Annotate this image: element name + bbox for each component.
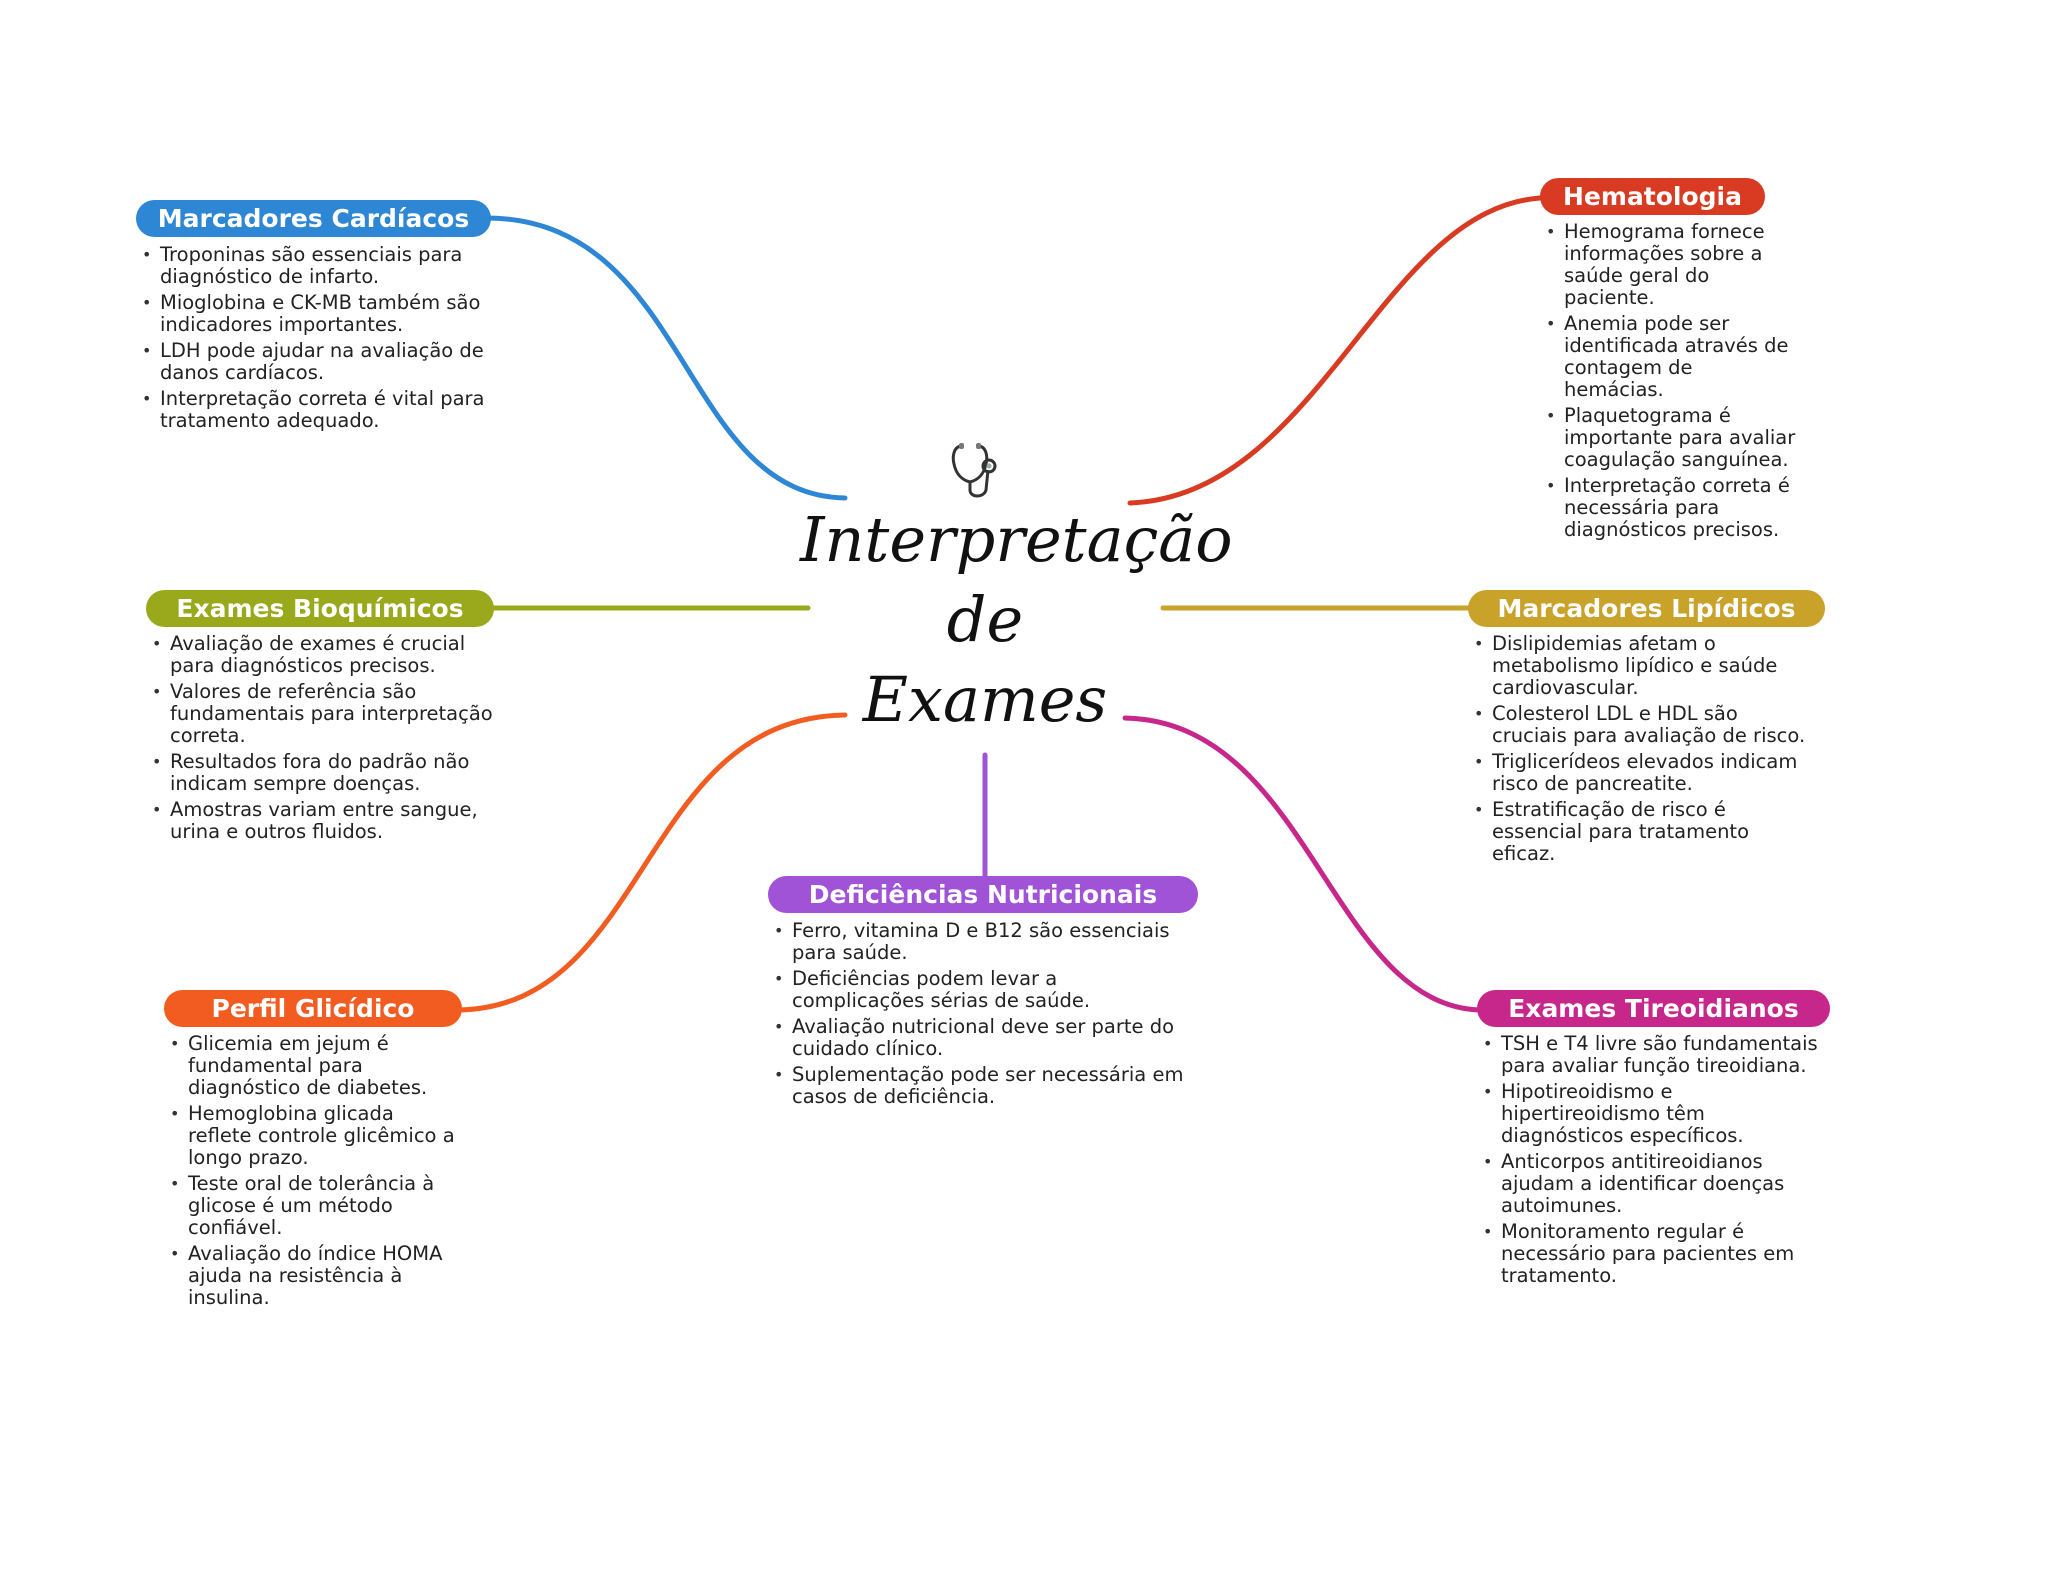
- list-item: Mioglobina e CK-MB também são indicadore…: [142, 292, 512, 336]
- list-item: Teste oral de tolerância à glicose é um …: [170, 1173, 460, 1239]
- connector-tireoidianos: [1122, 715, 1483, 1013]
- list-item: Anemia pode ser identificada através de …: [1546, 313, 1796, 401]
- list-item: Amostras variam entre sangue, urina e ou…: [152, 799, 507, 843]
- branch-title-hematologia: Hematologia: [1540, 178, 1765, 215]
- branch-title-cardiacos: Marcadores Cardíacos: [136, 200, 491, 237]
- center-title-line-3: Exames: [862, 663, 1108, 736]
- notes-nutricionais: Ferro, vitamina D e B12 são essenciais p…: [774, 920, 1184, 1112]
- list-item: Troponinas são essenciais para diagnósti…: [142, 244, 512, 288]
- center-title-line-1: Interpretação: [800, 503, 1233, 576]
- center-title: Interpretação de Exames: [800, 500, 1233, 740]
- list-item: Deficiências podem levar a complicações …: [774, 968, 1184, 1012]
- list-item: Plaquetograma é importante para avaliar …: [1546, 405, 1796, 471]
- notes-cardiacos: Troponinas são essenciais para diagnósti…: [142, 244, 512, 436]
- list-item: Hipotireoidismo e hipertireoidismo têm d…: [1483, 1081, 1823, 1147]
- branch-title-tireoidianos: Exames Tireoidianos: [1477, 990, 1830, 1027]
- list-item: Suplementação pode ser necessária em cas…: [774, 1064, 1184, 1108]
- stethoscope-icon: [951, 443, 997, 498]
- list-item: Avaliação de exames é crucial para diagn…: [152, 633, 507, 677]
- list-item: Anticorpos antitireoidianos ajudam a ide…: [1483, 1151, 1823, 1217]
- list-item: TSH e T4 livre são fundamentais para ava…: [1483, 1033, 1823, 1077]
- branch-title-bioquimicos: Exames Bioquímicos: [146, 590, 494, 627]
- list-item: LDH pode ajudar na avaliação de danos ca…: [142, 340, 512, 384]
- branch-title-lipidicos: Marcadores Lipídicos: [1468, 590, 1825, 627]
- list-item: Hemograma fornece informações sobre a sa…: [1546, 221, 1796, 309]
- notes-tireoidianos: TSH e T4 livre são fundamentais para ava…: [1483, 1033, 1823, 1291]
- list-item: Valores de referência são fundamentais p…: [152, 681, 507, 747]
- notes-hematologia: Hemograma fornece informações sobre a sa…: [1546, 221, 1796, 545]
- connector-glicidico: [457, 712, 848, 1013]
- list-item: Avaliação nutricional deve ser parte do …: [774, 1016, 1184, 1060]
- branch-title-nutricionais: Deficiências Nutricionais: [768, 876, 1198, 913]
- list-item: Colesterol LDL e HDL são cruciais para a…: [1474, 703, 1814, 747]
- list-item: Triglicerídeos elevados indicam risco de…: [1474, 751, 1814, 795]
- list-item: Interpretação correta é vital para trata…: [142, 388, 512, 432]
- list-item: Monitoramento regular é necessário para …: [1483, 1221, 1823, 1287]
- list-item: Estratificação de risco é essencial para…: [1474, 799, 1814, 865]
- list-item: Dislipidemias afetam o metabolismo lipíd…: [1474, 633, 1814, 699]
- notes-bioquimicos: Avaliação de exames é crucial para diagn…: [152, 633, 507, 847]
- center-title-line-2: de: [946, 583, 1024, 656]
- list-item: Hemoglobina glicada reflete controle gli…: [170, 1103, 460, 1169]
- notes-lipidicos: Dislipidemias afetam o metabolismo lipíd…: [1474, 633, 1814, 869]
- notes-glicidico: Glicemia em jejum é fundamental para dia…: [170, 1033, 460, 1313]
- branch-title-glicidico: Perfil Glicídico: [164, 990, 462, 1027]
- list-item: Glicemia em jejum é fundamental para dia…: [170, 1033, 460, 1099]
- connector-hematologia: [1127, 195, 1543, 506]
- list-item: Ferro, vitamina D e B12 são essenciais p…: [774, 920, 1184, 964]
- list-item: Interpretação correta é necessária para …: [1546, 475, 1796, 541]
- connector-cardiacos: [485, 215, 848, 501]
- list-item: Avaliação do índice HOMA ajuda na resist…: [170, 1243, 460, 1309]
- list-item: Resultados fora do padrão não indicam se…: [152, 751, 507, 795]
